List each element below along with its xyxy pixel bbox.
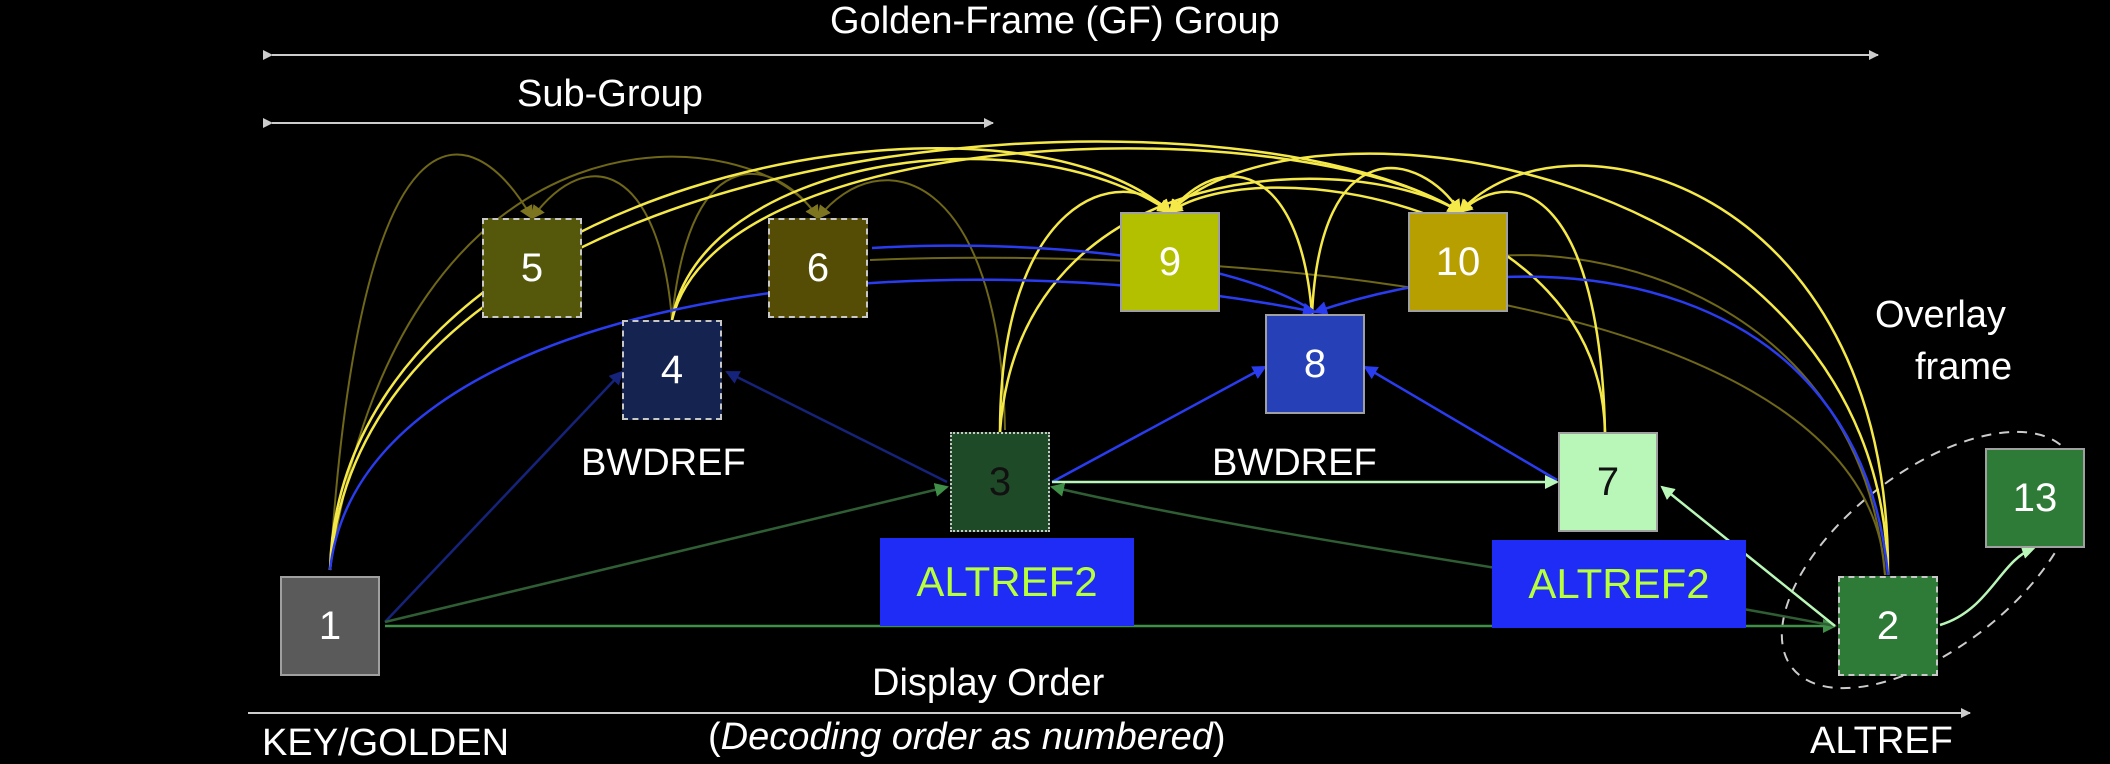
bwdref-label-mid: BWDREF (1212, 442, 1377, 484)
yellow-arcs (328, 140, 1890, 576)
frame-3: 3 (950, 432, 1050, 532)
key-golden-label: KEY/GOLDEN (262, 722, 510, 764)
altref2-label-right: ALTREF2 (1492, 540, 1746, 628)
frame-7: 7 (1558, 432, 1658, 532)
bwdref-label-left: BWDREF (581, 442, 746, 484)
display-order-label: Display Order (872, 662, 1105, 704)
gf-group-title: Golden-Frame (GF) Group (830, 0, 1280, 42)
frame-2: 2 (1838, 576, 1938, 676)
overlay-label-line1: Overlay (1875, 294, 2006, 336)
altref-label: ALTREF (1810, 720, 1953, 762)
decoding-italic-text: Decoding order as numbered (720, 716, 1213, 758)
subgroup-title: Sub-Group (517, 73, 703, 115)
altref2-label-left: ALTREF2 (880, 538, 1134, 626)
frame-5: 5 (482, 218, 582, 318)
frame-4: 4 (622, 320, 722, 420)
frame-6: 6 (768, 218, 868, 318)
frame-9: 9 (1120, 212, 1220, 312)
overlay-ellipse (1780, 430, 2080, 690)
overlay-label-line2: frame (1915, 346, 2013, 388)
frame-1: 1 (280, 576, 380, 676)
decoding-open-paren: ( (708, 716, 721, 758)
decoding-order-note: (Decoding order as numbered) (708, 718, 1226, 756)
frame-8: 8 (1265, 314, 1365, 414)
frame-13: 13 (1985, 448, 2085, 548)
darkblue-links (384, 370, 948, 623)
frame-10: 10 (1408, 212, 1508, 312)
decoding-close-paren: ) (1212, 716, 1226, 758)
